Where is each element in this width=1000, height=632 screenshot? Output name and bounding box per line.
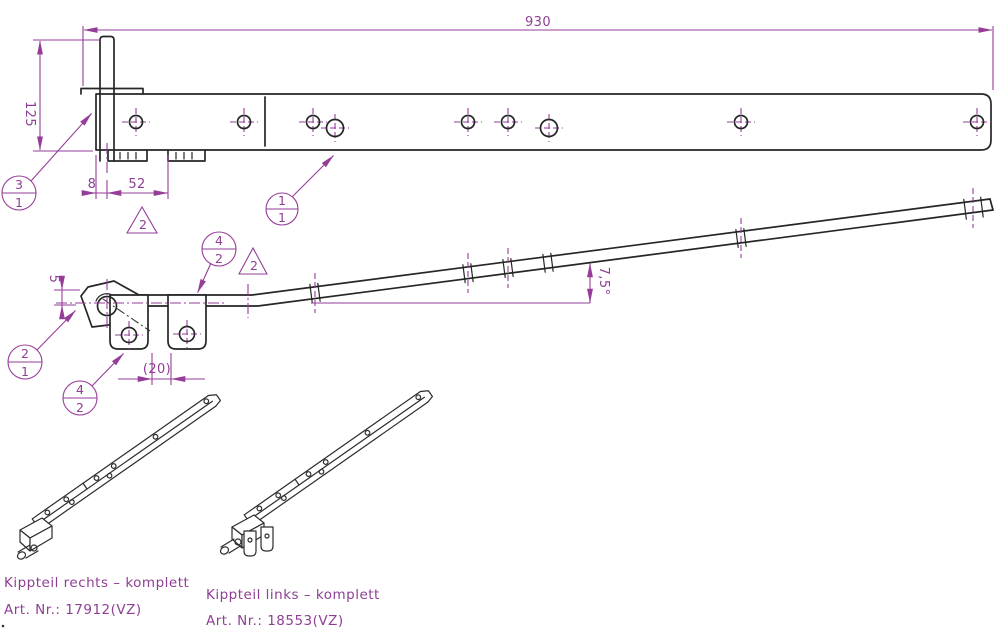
dim-label-52: 52	[128, 177, 145, 192]
pivot-pin-links	[219, 538, 243, 555]
balloon-1-1: 1 1	[265, 155, 334, 226]
pivot-pin-rechts	[16, 544, 39, 560]
dim-label-5: 5	[46, 275, 61, 284]
balloon-4-2-lower: 4 2	[62, 353, 124, 416]
dim-label-125: 125	[22, 101, 37, 127]
weld-mark-1: 2	[126, 205, 158, 234]
dim-125: 125	[22, 39, 99, 152]
beam-holes	[128, 114, 985, 138]
balloon-4-2-upper-bottom: 2	[215, 251, 223, 266]
bracket-tabs-links	[243, 526, 274, 557]
balloon-1-1-top: 1	[278, 193, 286, 208]
pin	[99, 35, 115, 162]
dim-label-20: (20)	[143, 362, 171, 377]
balloon-2-1-top: 2	[21, 346, 29, 361]
dim-label-angle: 7,5°	[596, 267, 611, 296]
part-labels: Kippteil rechts – komplett Art. Nr.: 179…	[4, 575, 380, 629]
dim-20: (20)	[118, 353, 205, 385]
dim-8-52: 8 52	[81, 155, 169, 199]
balloon-4-2-upper-top: 4	[215, 233, 223, 248]
rod-lower-edge	[138, 209, 994, 307]
part-title-links: Kippteil links – komplett	[206, 587, 380, 603]
dim-930: 930	[82, 15, 994, 90]
weld-mark-1-value: 2	[139, 217, 147, 232]
balloon-3-1-bottom: 1	[15, 195, 23, 210]
balloon-3-1-top: 3	[15, 177, 23, 192]
clamp-tab-2	[167, 149, 206, 162]
balloon-3-1: 3 1	[1, 113, 92, 211]
dim-label-930: 930	[525, 15, 551, 30]
part-title-rechts: Kippteil rechts – komplett	[4, 575, 189, 591]
weld-mark-2-value: 2	[250, 258, 258, 273]
side-view-rod	[56, 188, 994, 350]
part-artno-links: Art. Nr.: 18553(VZ)	[206, 613, 344, 629]
balloon-2-1: 2 1	[7, 310, 76, 380]
balloon-4-2-lower-top: 4	[76, 382, 84, 397]
balloon-4-2-lower-bottom: 2	[76, 400, 84, 415]
dim-angle: 7,5°	[311, 263, 611, 304]
iso-kippteil-links	[219, 390, 434, 557]
stray-dot	[1, 624, 5, 628]
top-view-beam	[80, 35, 992, 176]
dim-label-8: 8	[88, 177, 97, 192]
clamp-tab-1	[107, 149, 148, 162]
part-artno-rechts: Art. Nr.: 17912(VZ)	[4, 602, 142, 618]
dim-5: 5	[46, 275, 80, 320]
iso-kippteil-rechts	[16, 394, 222, 560]
balloon-1-1-bottom: 1	[278, 210, 286, 225]
balloon-2-1-bottom: 1	[21, 364, 29, 379]
weld-mark-2: 2	[238, 246, 268, 275]
balloon-4-2-upper: 4 2	[197, 231, 237, 294]
